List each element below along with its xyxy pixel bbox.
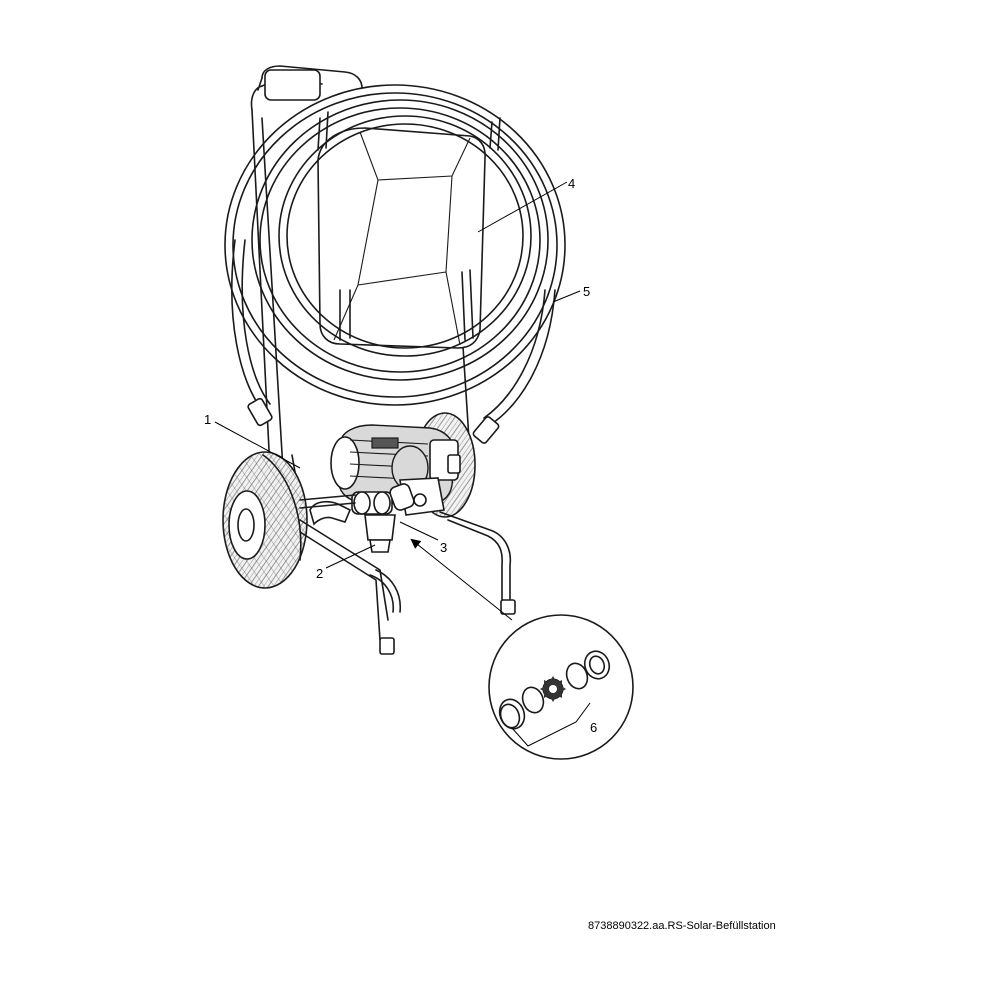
callout-6: 6 bbox=[590, 720, 597, 735]
callout-5: 5 bbox=[583, 284, 590, 299]
leader-line-2 bbox=[325, 544, 376, 569]
callout-2: 2 bbox=[316, 566, 323, 581]
callout-3: 3 bbox=[440, 540, 447, 555]
detail-arrow bbox=[410, 538, 513, 621]
callout-1: 1 bbox=[204, 412, 211, 427]
pump-motor bbox=[330, 424, 461, 516]
leader-line-5 bbox=[552, 290, 581, 303]
hose-coil bbox=[224, 84, 566, 444]
leader-line-1 bbox=[214, 421, 301, 469]
left-wheel bbox=[222, 451, 308, 589]
leader-line-4 bbox=[477, 181, 568, 233]
leader-line-3 bbox=[399, 521, 439, 541]
detail-circle bbox=[488, 614, 634, 760]
figure-caption: 8738890322.aa.RS-Solar-Befüllstation bbox=[588, 920, 776, 932]
impeller-parts bbox=[498, 650, 611, 730]
callout-4: 4 bbox=[568, 176, 575, 191]
base-frame bbox=[299, 494, 516, 655]
canister bbox=[317, 111, 501, 349]
filter-valve bbox=[309, 483, 415, 553]
